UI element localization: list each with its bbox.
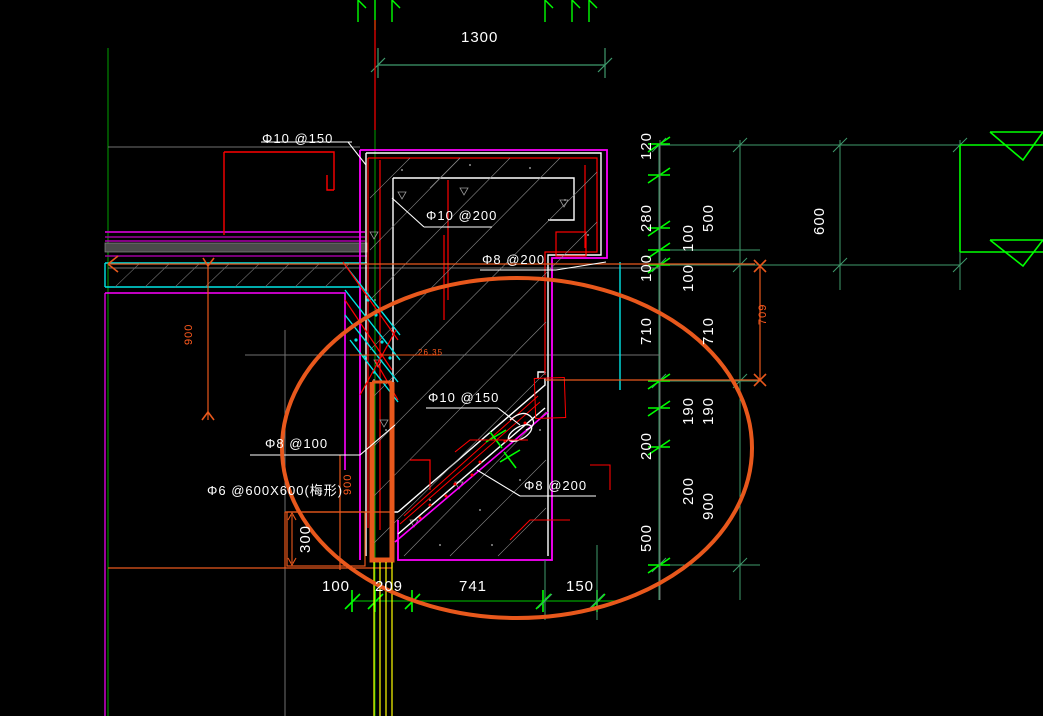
dim-ticks-incline — [485, 429, 521, 469]
hatch-slab — [114, 262, 351, 288]
reference-lines-orange — [108, 263, 761, 570]
rebar-outline-wall — [367, 157, 598, 530]
dim-right2-900: 900 — [700, 491, 717, 520]
dim-right2-100-top: 100 — [680, 223, 697, 252]
grid-ticks-top — [357, 0, 598, 30]
level-marker-icons — [959, 131, 1043, 268]
dim-right1-120: 120 — [638, 131, 655, 160]
dim-300: 300 — [297, 524, 314, 553]
leader-lines — [250, 141, 607, 497]
dim-right1-500: 500 — [638, 523, 655, 552]
rebar-red-diagonal — [342, 261, 399, 401]
rebar-highlight-orange — [369, 382, 395, 563]
slab-layers-left — [104, 231, 368, 716]
dim-box-300 — [286, 511, 366, 567]
elevation-note: 26.35 — [418, 348, 444, 357]
dim-right2-190a: 190 — [680, 396, 697, 425]
rebar-section-glyphs — [369, 187, 569, 528]
construction-lines-gray — [108, 140, 661, 716]
rebar-label-mesh: Φ6 @600X600(梅形) — [207, 483, 344, 498]
dim-right1-200: 200 — [638, 431, 655, 460]
reference-arrows-orange — [107, 255, 767, 421]
rebar-label-incline: Φ10 @150 — [428, 390, 500, 405]
rebar-label-stirrup-1: Φ8 @200 — [482, 252, 546, 267]
dim-bottom-741: 741 — [459, 578, 488, 595]
dim-top-1300: 1300 — [461, 29, 499, 46]
dim-orange-709: 709 — [757, 303, 769, 325]
dim-right2-100-bot: 100 — [680, 263, 697, 292]
dim-bottom-209: 209 — [375, 578, 404, 595]
rebar-label-wall-main: Φ10 @200 — [426, 208, 498, 223]
dim-orange-900-mid: 900 — [342, 473, 354, 495]
dimension-ticks-col1 — [647, 136, 671, 574]
dim-right2-200: 200 — [680, 476, 697, 505]
rebar-label-stirrup-2: Φ8 @200 — [524, 478, 588, 493]
rebar-hook-upper-left — [223, 151, 335, 235]
dim-right2-710: 710 — [700, 316, 717, 345]
dimension-line-top — [370, 48, 613, 78]
grid-lines-green — [107, 0, 376, 716]
dim-bottom-150: 150 — [566, 578, 595, 595]
rebar-label-tie: Φ8 @100 — [265, 436, 329, 451]
rebar-label-top-slab: Φ10 @150 — [262, 131, 334, 146]
dim-bottom-100: 100 — [322, 578, 351, 595]
dim-right3-600: 600 — [811, 206, 828, 235]
hatch-wall-concrete — [369, 157, 598, 557]
dim-arrow-300 — [287, 511, 297, 567]
selection-ellipse — [280, 276, 754, 620]
dim-right2-500: 500 — [700, 203, 717, 232]
dim-right1-710: 710 — [638, 316, 655, 345]
dim-orange-900-left: 900 — [183, 323, 195, 345]
dim-right1-100: 100 — [638, 253, 655, 282]
dim-right2-190b: 190 — [700, 396, 717, 425]
leader-lines-red-bottom — [454, 439, 611, 541]
dim-right1-280: 280 — [638, 203, 655, 232]
